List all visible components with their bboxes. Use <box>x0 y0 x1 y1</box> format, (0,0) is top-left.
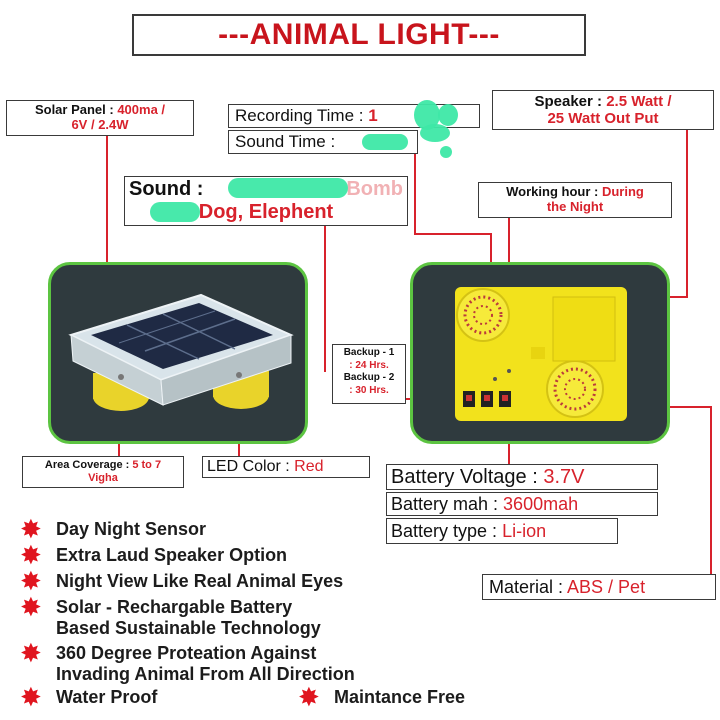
spec-led-color: LED Color : Red <box>202 456 370 478</box>
redaction-mark <box>438 104 458 126</box>
redaction-mark <box>440 146 452 158</box>
feature-item: Extra Laud Speaker Option <box>56 545 288 565</box>
sound-label: Sound : <box>129 178 204 200</box>
feature-item: Day Night Sensor <box>56 519 207 539</box>
star-bullet-icon: ✸ <box>298 682 320 712</box>
connector-speaker <box>686 128 688 298</box>
connector-sound-time <box>414 150 416 234</box>
backup-2-label: Backup - 2 <box>343 372 395 383</box>
redaction-mark <box>362 134 408 150</box>
feature-item: Water Proof <box>56 687 158 707</box>
solar-panel-value-1: 400ma / <box>117 102 166 117</box>
spec-battery-mah: Battery mah : 3600mah <box>386 492 658 516</box>
solar-panel-value-2: 6V / 2.4W <box>71 116 129 132</box>
backup-1-value: : 24 Hrs. <box>349 359 389 371</box>
connector-solar <box>106 134 108 332</box>
star-bullet-icon: ✸ <box>20 566 42 596</box>
area-coverage-value-1: 5 to 7 <box>132 459 162 471</box>
battery-type-label: Battery type : <box>391 521 503 541</box>
led-color-label: LED Color : <box>207 458 295 475</box>
battery-voltage-value: 3.7V <box>543 466 585 488</box>
connector-sound-time-h <box>414 233 492 235</box>
backup-2-value: : 30 Hrs. <box>349 384 389 396</box>
feature-item-continued: Invading Animal From All Direction <box>56 664 355 684</box>
spec-solar-panel: Solar Panel : 400ma / 6V / 2.4W <box>6 100 194 136</box>
feature-item: Solar - Rechargable Battery <box>56 597 293 617</box>
sound-value-2: Dog, Elephent <box>198 201 334 223</box>
battery-mah-label: Battery mah : <box>391 494 504 514</box>
spec-battery-voltage: Battery Voltage : 3.7V <box>386 464 658 490</box>
backup-1-label: Backup - 1 <box>343 347 395 358</box>
battery-mah-value: 3600mah <box>503 494 579 514</box>
spec-working-hour: Working hour : During the Night <box>478 182 672 218</box>
battery-voltage-label: Battery Voltage : <box>391 466 544 488</box>
speaker-device-illustration <box>455 287 627 421</box>
spec-area-coverage: Area Coverage : 5 to 7 Vigha <box>22 456 184 488</box>
product-card-speaker-unit <box>410 262 670 444</box>
star-bullet-icon: ✸ <box>20 540 42 570</box>
sound-value-1: Bomb <box>346 178 403 200</box>
feature-item: 360 Degree Proteation Against <box>56 643 317 663</box>
feature-item: Maintance Free <box>334 687 466 707</box>
product-card-solar-unit <box>48 262 308 444</box>
speaker-value-1: 2.5 Watt / <box>606 93 672 110</box>
redaction-mark <box>420 124 450 142</box>
redaction-mark <box>228 178 348 198</box>
connector-sound <box>324 222 326 372</box>
spec-material: Material : ABS / Pet <box>482 574 716 600</box>
area-coverage-value-2: Vigha <box>88 471 118 484</box>
spec-speaker: Speaker : 2.5 Watt / 25 Watt Out Put <box>492 90 714 130</box>
star-bullet-icon: ✸ <box>20 682 42 712</box>
star-bullet-icon: ✸ <box>20 638 42 668</box>
working-hour-label: Working hour : <box>506 184 602 199</box>
material-label: Material : <box>489 577 568 597</box>
solar-panel-label: Solar Panel : <box>34 102 118 117</box>
led-color-value: Red <box>294 458 324 475</box>
working-hour-value-2: the Night <box>546 198 604 214</box>
area-coverage-label: Area Coverage : <box>44 459 133 471</box>
redaction-mark <box>150 202 200 222</box>
speaker-label: Speaker : <box>534 93 607 110</box>
connector-material-h <box>632 406 712 408</box>
page-title: ---ANIMAL LIGHT--- <box>132 14 586 56</box>
sound-time-label: Sound Time : <box>235 132 336 151</box>
working-hour-value-1: During <box>601 184 644 199</box>
recording-time-label: Recording Time : <box>235 106 369 125</box>
recording-time-value: 1 <box>368 106 378 125</box>
solar-device-illustration <box>68 293 294 411</box>
feature-item: Night View Like Real Animal Eyes <box>56 571 344 591</box>
spec-backup: Backup - 1 : 24 Hrs. Backup - 2 : 30 Hrs… <box>332 344 406 404</box>
connector-material-v <box>710 406 712 576</box>
spec-battery-type: Battery type : Li-ion <box>386 518 618 544</box>
star-bullet-icon: ✸ <box>20 592 42 622</box>
star-bullet-icon: ✸ <box>20 514 42 544</box>
feature-item-continued: Based Sustainable Technology <box>56 618 321 638</box>
battery-type-value: Li-ion <box>502 521 547 541</box>
material-value: ABS / Pet <box>567 577 646 597</box>
speaker-value-2: 25 Watt Out Put <box>547 110 659 128</box>
